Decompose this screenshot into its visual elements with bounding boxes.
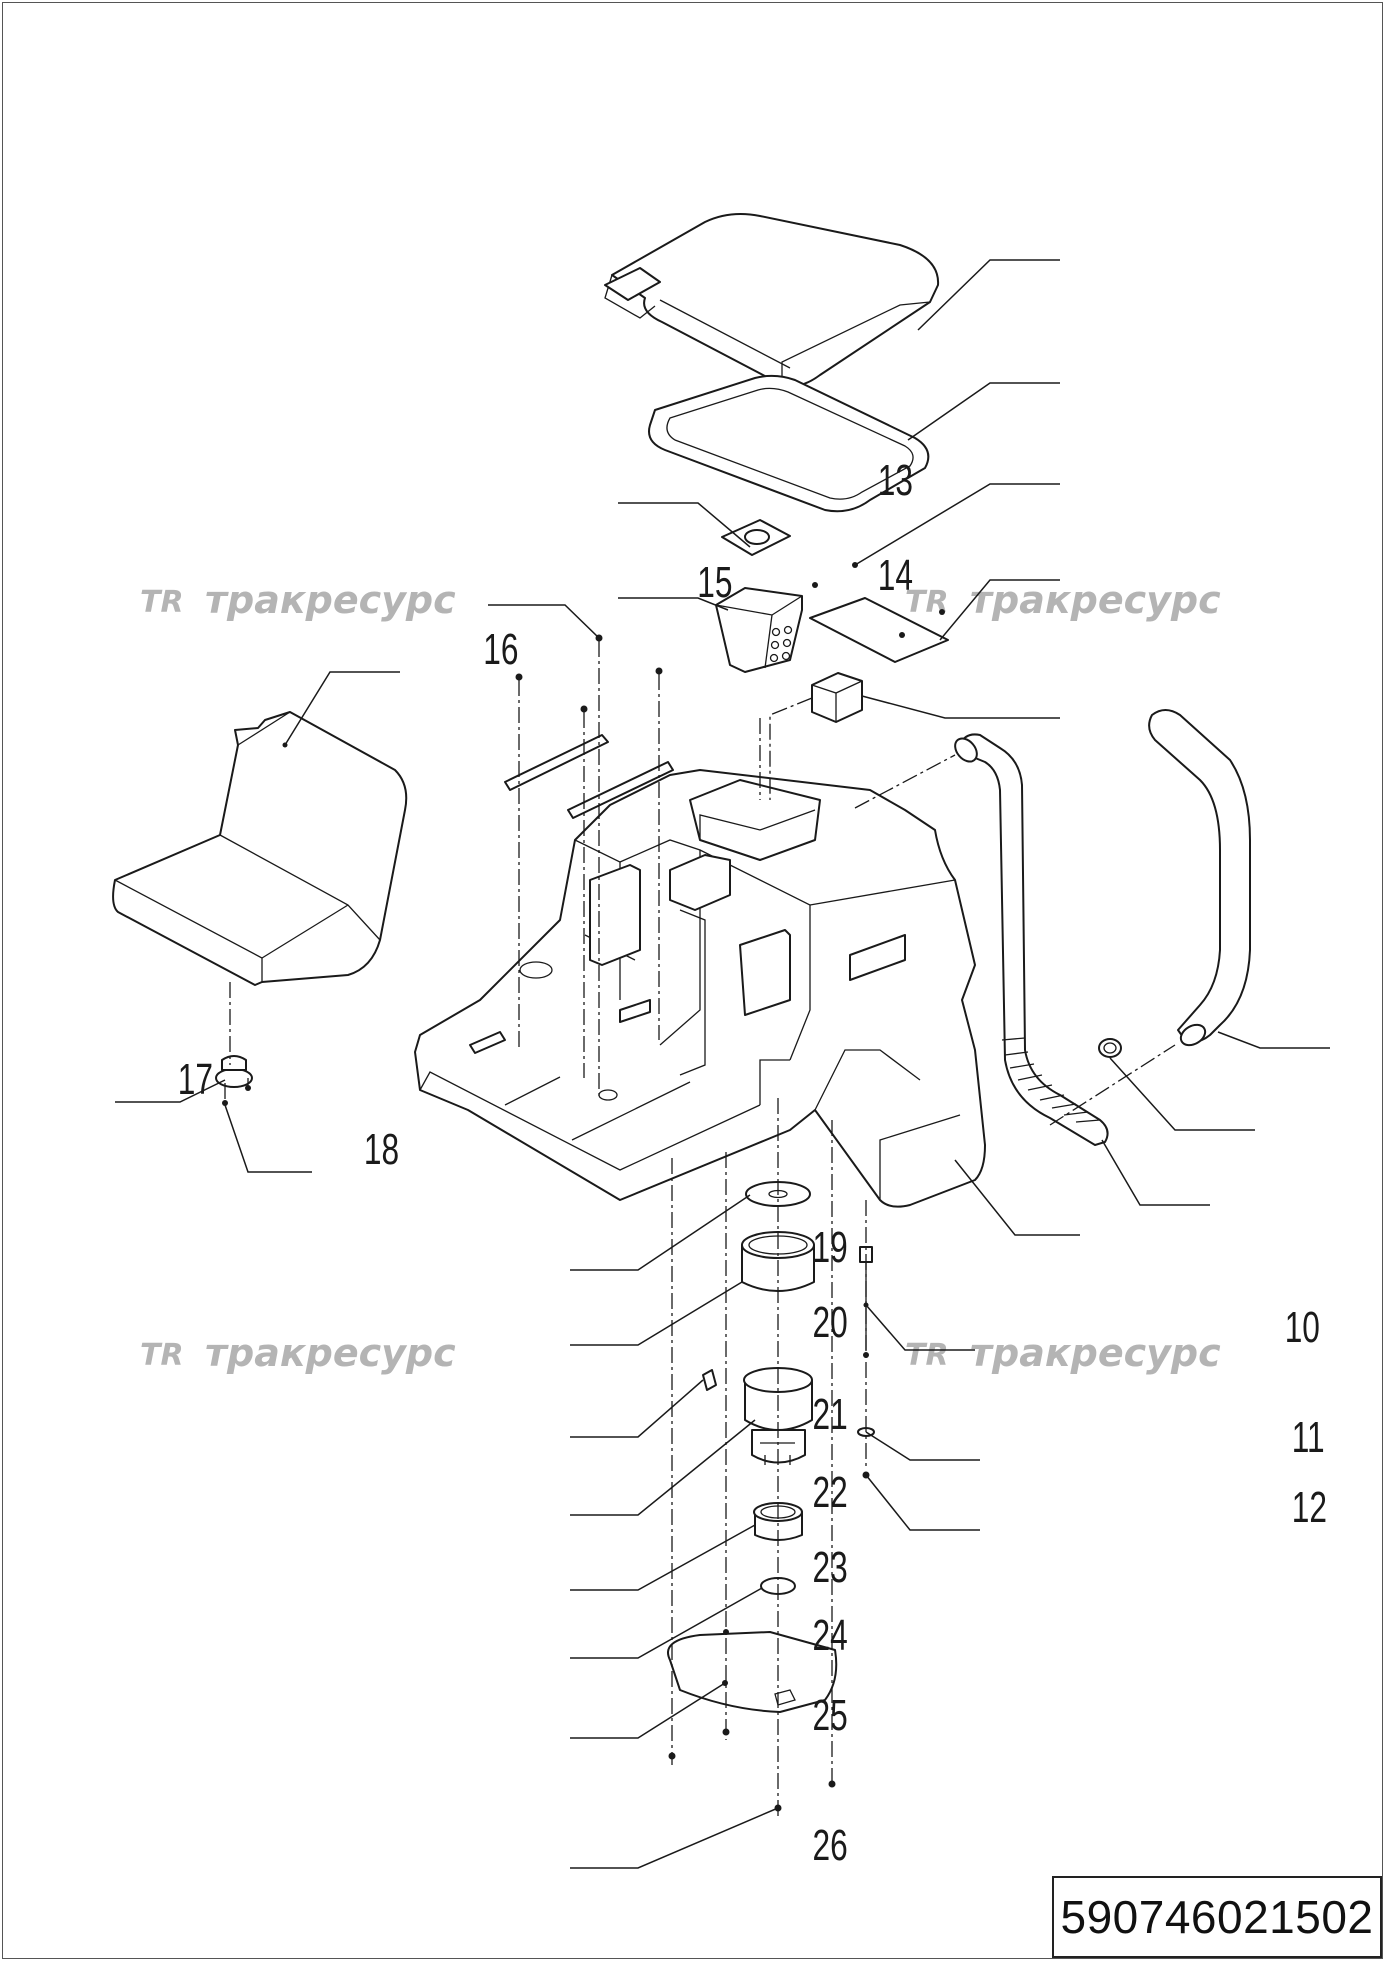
part-relay [811, 672, 863, 723]
callout-16: 16 [483, 625, 518, 674]
part-gasket [648, 374, 930, 513]
watermark-text: тракресурс [970, 578, 1221, 622]
part-vacuum-tube [1148, 709, 1251, 1047]
part-switch-box [715, 587, 803, 673]
part-seat-rails [504, 634, 674, 819]
part-main-body [414, 769, 986, 1208]
part-switch-plate [721, 519, 791, 556]
callout-22: 22 [813, 1468, 848, 1517]
part-seat-switch [215, 1055, 253, 1106]
callout-17: 17 [178, 1055, 213, 1104]
watermark-top-right: TR тракресурс [905, 578, 1221, 622]
part-lid [604, 213, 940, 388]
watermark-logo: TR [140, 1338, 184, 1373]
callout-12: 12 [1292, 1483, 1327, 1532]
watermark-text: тракресурс [970, 1331, 1221, 1375]
callout-20: 20 [813, 1298, 848, 1347]
document-number: 590746021502 [1052, 1876, 1382, 1958]
watermark-text: тракресурс [205, 578, 456, 622]
callout-15: 15 [697, 558, 732, 607]
part-hose [954, 733, 1109, 1146]
callout-26: 26 [813, 1821, 848, 1870]
callout-24: 24 [813, 1611, 848, 1660]
watermark-top-left: TR тракресурс [140, 578, 456, 622]
leader-lines [115, 259, 1330, 1869]
callout-10: 10 [1285, 1303, 1320, 1352]
watermark-logo: TR [140, 585, 184, 620]
part-seat [112, 711, 408, 986]
callout-25: 25 [813, 1691, 848, 1740]
part-clamp [1098, 1038, 1122, 1058]
callout-labels: 1 2 3 4 5 6 7 8 9 10 11 12 13 14 15 16 1… [178, 456, 1327, 1870]
watermark-bottom-right: TR тракресурс [905, 1331, 1221, 1375]
watermark-logo: TR [905, 1338, 949, 1373]
watermark-text: тракресурс [205, 1331, 456, 1375]
callout-13: 13 [878, 456, 913, 505]
callout-21: 21 [813, 1390, 848, 1439]
callout-14: 14 [878, 551, 913, 600]
assembly-axes [224, 641, 1176, 1820]
watermark-bottom-left: TR тракресурс [140, 1331, 456, 1375]
callout-18: 18 [364, 1125, 399, 1174]
callout-23: 23 [813, 1543, 848, 1592]
callout-19: 19 [813, 1223, 848, 1272]
callout-11: 11 [1292, 1413, 1325, 1462]
